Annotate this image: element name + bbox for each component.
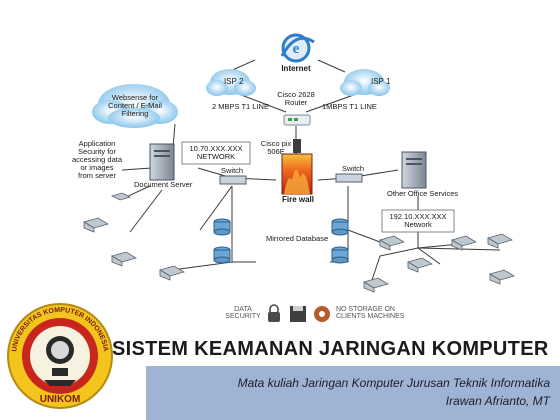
database-icon [213,246,231,264]
network-right-label: 192.10.XXX.XXX Network [389,212,447,229]
lock-icon [268,304,280,322]
network-box [381,209,455,233]
database-icon [331,218,349,236]
page-title: SISTEM KEAMANAN JARINGAN KOMPUTER [112,338,549,360]
cloud-icon [340,69,390,96]
floppy-disk-icon [290,306,306,322]
author-name: Irawan Afrianto, MT [445,394,550,408]
logo-arc-text: UNIVERSITAS KOMPUTER INDONESIA [11,307,109,352]
document-server-label: Document Server [134,180,193,189]
internet-globe-icon: e [280,33,315,63]
firewall-icon [281,139,313,195]
cloud-icon [92,84,178,128]
course-subtitle: Mata kuliah Jaringan Komputer Jurusan Te… [237,376,550,390]
firewall-label: Fire wall [281,195,314,204]
no-storage-label: NO STORAGE ON CLIENTS MACHINES [336,306,405,321]
svg-text:e: e [293,41,300,57]
no-storage-icon [314,306,330,322]
switch-left-label: Switch [221,166,244,175]
server-icon [401,151,427,189]
database-icon [331,246,349,264]
cloud-icon [206,69,256,96]
switch-right-label: Switch [342,164,365,173]
router-icon [283,114,311,126]
switch-icon [219,173,363,185]
other-office-label: Other Office Services [387,189,459,198]
internet-label: Internet [281,64,311,73]
link-right-label: 1MBPS T1 LINE [322,102,377,111]
subtitle-band: Mata kuliah Jaringan Komputer Jurusan Te… [146,366,560,420]
server-icon [149,143,175,181]
data-security-label: DATA SECURITY [225,306,261,321]
isp1-label: ISP 1 [371,77,391,86]
app-security-label: Application Security for accessing data … [71,139,123,180]
client-pc-icon [83,192,515,293]
logo-text: UNIVERSITAS KOMPUTER INDONESIA UNIKOM [11,307,109,405]
network-left-label: 10.70.XXX.XXX NETWORK [189,144,243,161]
mirrored-db-label: Mirrored Database [266,234,329,243]
logo-bottom-text: UNIKOM [40,394,81,405]
link-left-label: 2 MBPS T1 LINE [212,102,269,111]
isp2-label: ISP 2 [224,77,244,86]
router-label: Cisco 2628 Router [277,90,315,107]
unikom-logo [7,303,113,409]
websense-label: Websense for Content / E-Mail Filtering [108,93,162,118]
network-box [181,141,251,165]
svg-text:UNIVERSITAS KOMPUTER INDONESIA: UNIVERSITAS KOMPUTER INDONESIA [11,307,109,352]
database-icon [213,218,231,236]
pix-label: Cisco pix 506E [260,139,292,156]
